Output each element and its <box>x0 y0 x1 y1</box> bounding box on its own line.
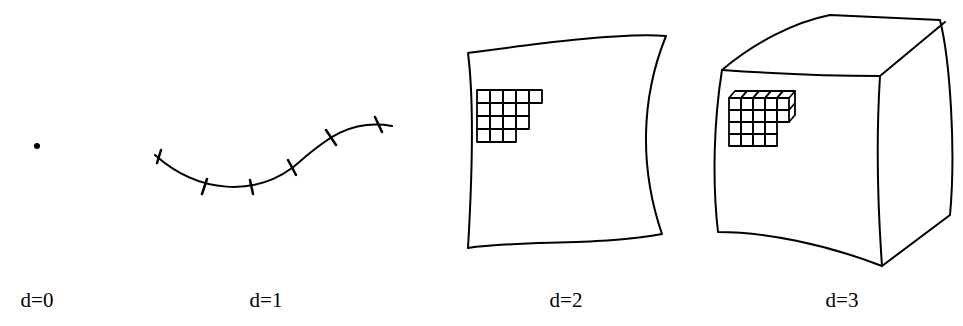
grid-cell <box>503 103 516 116</box>
grid-cell <box>765 122 777 134</box>
grid-cell <box>490 103 503 116</box>
grid-cell <box>741 122 753 134</box>
grid-cell <box>516 116 529 129</box>
grid-cell <box>777 110 789 122</box>
grid-cell <box>529 90 542 103</box>
grid-cell <box>777 98 789 110</box>
grid-cell <box>741 98 753 110</box>
grid-cell <box>490 116 503 129</box>
grid-side <box>789 91 795 122</box>
grid-cell <box>753 110 765 122</box>
grid-cell <box>477 103 490 116</box>
cube-outline <box>715 15 953 266</box>
grid-cell <box>753 122 765 134</box>
grid-cell <box>503 90 516 103</box>
grid-cell <box>765 134 777 146</box>
dimension-label: d=0 <box>21 290 54 311</box>
grid-cell <box>729 122 741 134</box>
grid-cell <box>516 90 529 103</box>
cube-grid <box>729 91 795 146</box>
grid-cell <box>753 98 765 110</box>
grid-cell <box>741 134 753 146</box>
grid-cell <box>477 90 490 103</box>
grid-cell <box>477 116 490 129</box>
grid-cell <box>729 110 741 122</box>
grid-cell <box>729 134 741 146</box>
grid-cell <box>741 110 753 122</box>
curve <box>155 117 392 194</box>
grid-top <box>777 91 795 98</box>
grid-cell <box>503 129 516 142</box>
grid-cell <box>503 116 516 129</box>
grid-cell <box>516 103 529 116</box>
surface-grid <box>477 90 542 142</box>
curve-ticks <box>157 117 382 194</box>
grid-cell <box>765 98 777 110</box>
grid-cell <box>765 110 777 122</box>
grid-cell <box>729 98 741 110</box>
curve-line <box>155 125 392 187</box>
grid-cell <box>490 129 503 142</box>
surface-outline <box>468 35 666 248</box>
dimension-label: d=2 <box>550 290 583 311</box>
dimension-label: d=1 <box>250 290 283 311</box>
grid-cell <box>753 134 765 146</box>
point <box>34 143 40 149</box>
grid-cell <box>490 90 503 103</box>
grid-cell <box>477 129 490 142</box>
dimension-label: d=3 <box>826 290 859 311</box>
